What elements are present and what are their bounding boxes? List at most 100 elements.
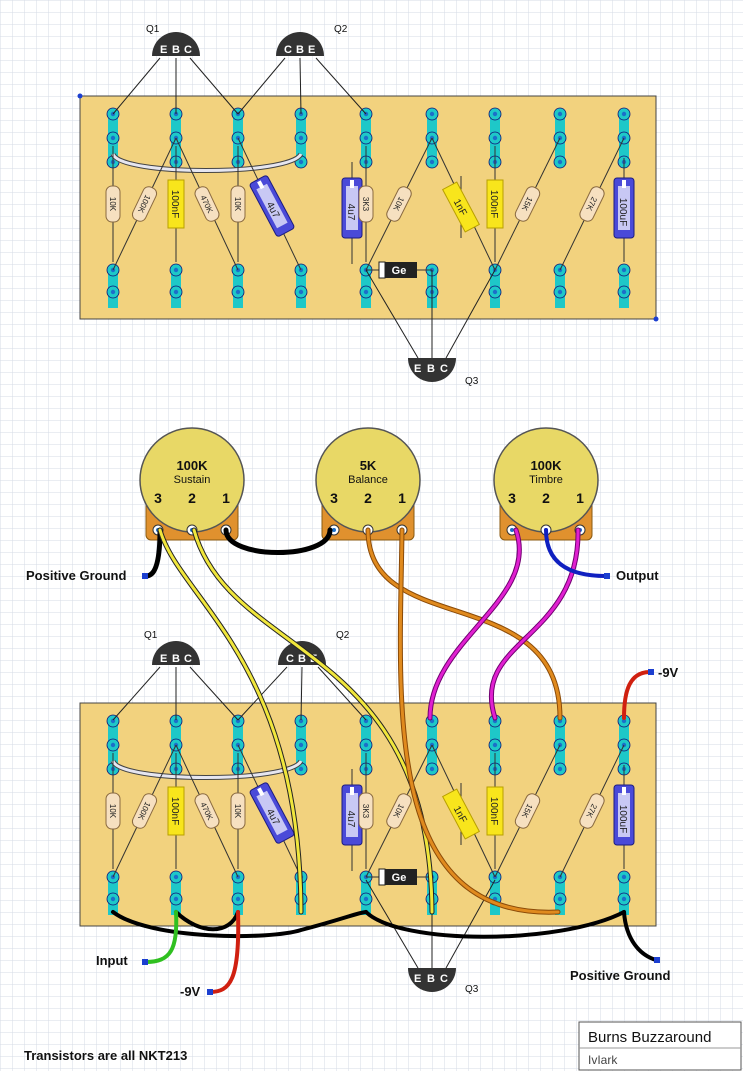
resistor-value: 10K xyxy=(233,197,242,212)
electrolytic-capacitor-value: 100uF xyxy=(617,198,628,226)
pad-hole xyxy=(557,159,563,165)
label-output: Output xyxy=(616,568,659,583)
pad-hole xyxy=(110,718,116,724)
label-positive-ground-left: Positive Ground xyxy=(26,568,126,583)
electrolytic-capacitor-value: 4u7 xyxy=(345,811,356,828)
film-capacitor-value: 100nF xyxy=(488,797,499,825)
project-author: IvIark xyxy=(588,1053,618,1067)
svg-text:C: C xyxy=(440,363,448,375)
pot-name: Timbre xyxy=(529,474,563,486)
svg-text:E: E xyxy=(414,973,421,985)
pad-hole xyxy=(235,896,241,902)
svg-text:Q3: Q3 xyxy=(465,984,479,995)
resistor: 15K xyxy=(514,186,541,222)
resistor: 3K3 xyxy=(358,792,374,830)
pot-value: 5K xyxy=(360,458,377,473)
film-capacitor: 1nF xyxy=(441,181,481,233)
project-title: Burns Buzzaround xyxy=(588,1029,711,1046)
pad-hole xyxy=(298,766,304,772)
pad-hole xyxy=(621,874,627,880)
pad-hole xyxy=(621,896,627,902)
svg-text:E: E xyxy=(414,363,421,375)
label-positive-ground-right: Positive Ground xyxy=(570,968,670,983)
electrolytic-capacitor: 4u7 xyxy=(249,782,295,844)
title-block: Burns Buzzaround IvIark xyxy=(578,1021,742,1071)
electrolytic-capacitor-value: 4u7 xyxy=(345,204,356,221)
resistor: 10K xyxy=(230,185,246,223)
pad-hole xyxy=(298,159,304,165)
resistor: 3K3 xyxy=(358,185,374,223)
label-neg9v-right: -9V xyxy=(658,665,679,680)
svg-text:B: B xyxy=(427,973,435,985)
pot-pin-number: 3 xyxy=(154,490,162,506)
pad-hole xyxy=(173,874,179,880)
pad-hole xyxy=(557,896,563,902)
film-capacitor: 100nF xyxy=(167,179,185,229)
transistor-leads-top xyxy=(112,57,496,359)
svg-text:Q1: Q1 xyxy=(144,630,158,641)
pad-hole xyxy=(621,289,627,295)
film-capacitor: 1nF xyxy=(441,788,481,840)
resistor-value: 3K3 xyxy=(361,197,370,212)
svg-text:C: C xyxy=(286,653,294,665)
film-capacitor-value: 100nF xyxy=(169,190,180,218)
resistor: 10K xyxy=(105,792,121,830)
pad-hole xyxy=(557,111,563,117)
svg-text:C: C xyxy=(440,973,448,985)
pot-pin-number: 3 xyxy=(508,490,516,506)
resistor-value: 10K xyxy=(108,197,117,212)
pad-hole xyxy=(298,289,304,295)
pad-hole xyxy=(621,111,627,117)
pad-hole xyxy=(363,742,369,748)
svg-text:Q3: Q3 xyxy=(465,376,479,387)
germanium-diode: Ge xyxy=(378,868,417,886)
pad-hole xyxy=(492,742,498,748)
pad-hole xyxy=(363,289,369,295)
pad-hole xyxy=(492,135,498,141)
pad-hole xyxy=(173,896,179,902)
pot-value: 100K xyxy=(530,458,562,473)
svg-text:E: E xyxy=(160,44,167,56)
svg-text:B: B xyxy=(172,653,180,665)
resistor: 27K xyxy=(579,186,605,222)
pad-hole xyxy=(492,289,498,295)
svg-text:E: E xyxy=(308,44,315,56)
pad-hole xyxy=(557,289,563,295)
pot-pin-number: 3 xyxy=(330,490,338,506)
pad-hole xyxy=(110,289,116,295)
resistor-value: 10K xyxy=(233,804,242,819)
resistor: 10K xyxy=(386,793,412,829)
resistor: 10K xyxy=(386,186,412,222)
pot-pin-number: 1 xyxy=(398,490,406,506)
film-capacitor-value: 100nF xyxy=(169,797,180,825)
resistor: 470K xyxy=(194,186,220,222)
film-capacitor: 100nF xyxy=(167,786,185,836)
svg-text:Q2: Q2 xyxy=(334,24,348,35)
transistor-q1-top: Q1 E B C xyxy=(146,24,200,56)
pad-hole xyxy=(621,718,627,724)
pad-hole xyxy=(173,718,179,724)
pad-hole xyxy=(110,742,116,748)
pot-pin-number: 1 xyxy=(576,490,584,506)
resistor: 100K xyxy=(131,186,158,222)
pad-hole xyxy=(298,742,304,748)
diode-label: Ge xyxy=(392,265,407,277)
pad-hole xyxy=(429,111,435,117)
pot-name: Balance xyxy=(348,474,388,486)
pot-pin-number: 2 xyxy=(188,490,196,506)
pad-hole xyxy=(298,135,304,141)
pad-hole xyxy=(110,896,116,902)
electrolytic-capacitor: 100uF xyxy=(613,177,635,239)
svg-text:Q2: Q2 xyxy=(336,630,350,641)
transistor-q3-top: Q3 E B C xyxy=(408,358,479,387)
transistor-q1-bottom: Q1 E B C xyxy=(144,630,200,665)
pad-hole xyxy=(173,267,179,273)
resistor: 27K xyxy=(579,793,605,829)
diode-label: Ge xyxy=(392,872,407,884)
svg-text:C: C xyxy=(284,44,292,56)
